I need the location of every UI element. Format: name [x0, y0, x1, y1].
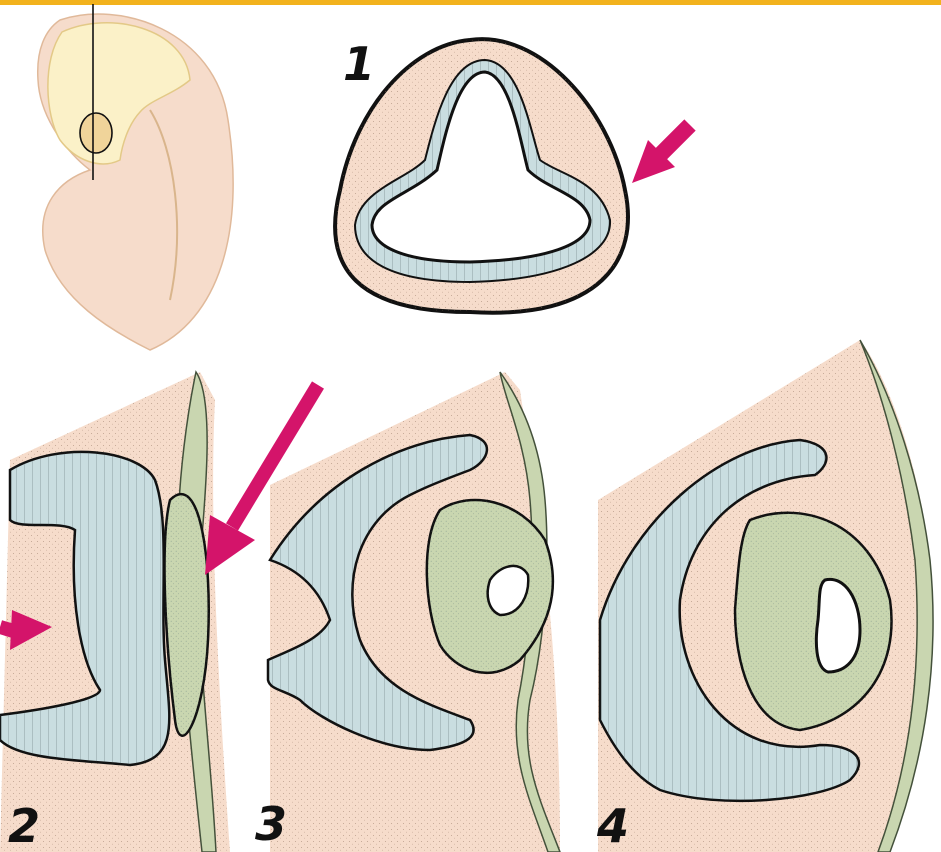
stage-3-section	[268, 372, 560, 852]
stage-2-section	[0, 372, 230, 852]
embryo-sketch	[38, 4, 233, 350]
arrow-stage-1	[632, 125, 690, 183]
stage-number-3: 3	[255, 797, 287, 851]
stage-number-4: 4	[596, 799, 629, 852]
stage-1-section	[335, 39, 628, 313]
stage-number-2: 2	[8, 799, 40, 852]
stage-4-section	[598, 340, 933, 852]
optic-vesicle-spot	[80, 113, 112, 153]
stage-number-1: 1	[343, 37, 375, 91]
